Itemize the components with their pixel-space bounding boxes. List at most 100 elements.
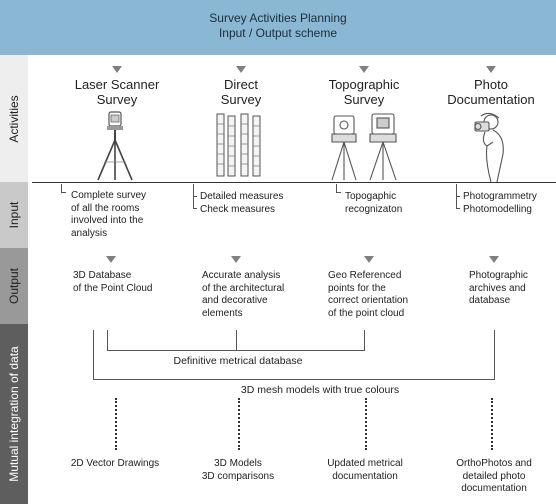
band-label-input: Input — [7, 201, 21, 229]
activities-divider — [32, 182, 556, 183]
mesh-bracket — [494, 330, 495, 379]
text-line: Photogrammetry — [463, 191, 537, 202]
output-text-direct: Accurate analysis of the architectural a… — [202, 270, 284, 320]
band-label-activities: Activities — [7, 94, 21, 143]
activity-title-topographic: Topographic Survey — [304, 77, 424, 107]
definitive-database-label: Definitive metrical database — [173, 355, 303, 367]
text-line: of all the rooms — [71, 202, 140, 214]
input-bracket — [456, 196, 460, 197]
arrow-down-icon — [231, 256, 241, 263]
text-line: archives and — [469, 282, 526, 294]
input-text-photo: Photogrammetry Photomodelling — [463, 191, 537, 216]
mesh-bracket — [93, 379, 495, 380]
title-line: Direct — [224, 77, 258, 92]
band-activities: Activities — [0, 55, 28, 182]
text-line: 3D Database — [73, 270, 132, 281]
input-bracket — [336, 192, 341, 193]
band-input: Input — [0, 182, 28, 248]
input-bracket — [336, 184, 337, 192]
database-bracket — [107, 350, 365, 351]
text-line: Updated metrical — [327, 458, 403, 469]
output-text-topographic: Geo Referenced points for the correct or… — [328, 270, 408, 320]
input-bracket — [193, 208, 197, 209]
text-line: Geo Referenced — [328, 270, 402, 281]
arrow-down-icon — [489, 256, 499, 263]
title-line: Documentation — [447, 92, 535, 107]
text-line: Detailed measures — [200, 191, 284, 202]
band-label-output: Output — [7, 267, 21, 305]
text-line: of the architectural — [202, 282, 285, 294]
text-line: involved into the — [71, 215, 144, 226]
input-bracket — [61, 192, 66, 193]
text-line: documentation — [332, 470, 398, 482]
final-output-photo: OrthoPhotos and detailed photo documenta… — [436, 458, 552, 496]
total-station-icon — [331, 113, 397, 181]
band-integration: Mutual integration of data — [0, 324, 28, 504]
text-line: Accurate analysis — [202, 270, 281, 281]
text-line: elements — [202, 307, 243, 319]
database-bracket — [236, 330, 237, 350]
input-bracket — [61, 184, 62, 192]
mesh-models-label: 3D mesh models with true colours — [240, 384, 400, 396]
text-line: Topogaphic — [345, 191, 397, 202]
input-text-laser: Complete survey of all the rooms involve… — [71, 190, 146, 240]
activity-title-photo: Photo Documentation — [431, 77, 551, 107]
text-line: Photographic — [469, 270, 528, 281]
text-line: 2D Vector Drawings — [70, 458, 160, 469]
mesh-bracket — [93, 330, 94, 379]
title-line: Topographic — [328, 77, 400, 92]
arrow-down-icon — [359, 66, 369, 73]
text-line: Check measures — [200, 203, 276, 215]
text-line: 3D comparisons — [201, 470, 275, 482]
input-bracket — [456, 208, 460, 209]
dotted-connector — [115, 398, 117, 450]
text-line: of the point cloud — [328, 307, 405, 319]
text-line: Photomodelling — [463, 203, 532, 215]
measuring-rods-icon — [216, 113, 261, 177]
header-title: Survey Activities Planning — [209, 11, 347, 25]
arrow-down-icon — [112, 66, 122, 73]
input-text-direct: Detailed measures Check measures — [200, 191, 283, 216]
arrow-down-icon — [106, 256, 116, 263]
final-output-topographic: Updated metrical documentation — [305, 458, 425, 483]
input-text-topographic: Topogaphic recognizaton — [345, 191, 402, 216]
activity-title-direct: Direct Survey — [181, 77, 301, 107]
photographer-icon — [474, 112, 504, 182]
text-line: of the Point Cloud — [73, 282, 153, 294]
band-output: Output — [0, 248, 28, 324]
text-line: documentation — [461, 483, 527, 494]
title-line: Survey — [343, 92, 385, 107]
band-label-integration: Mutual integration of data — [7, 346, 21, 482]
dotted-connector — [365, 398, 367, 450]
text-line: OrthoPhotos and — [456, 458, 532, 469]
output-text-photo: Photographic archives and database — [469, 270, 528, 308]
text-line: and decorative — [202, 295, 268, 306]
header-subtitle: Input / Output scheme — [218, 26, 338, 40]
arrow-down-icon — [364, 256, 374, 263]
arrow-down-icon — [236, 66, 246, 73]
title-line: Survey — [220, 92, 262, 107]
text-line: analysis — [71, 227, 108, 239]
database-bracket — [364, 330, 365, 350]
text-line: Complete survey — [71, 190, 147, 201]
dotted-connector — [491, 398, 493, 450]
text-line: correct orientation — [328, 295, 409, 306]
text-line: detailed photo — [462, 470, 526, 482]
diagram-header: Survey Activities Planning Input / Outpu… — [0, 0, 556, 55]
text-line: points for the — [328, 282, 386, 294]
arrow-down-icon — [486, 66, 496, 73]
output-text-laser: 3D Database of the Point Cloud — [73, 270, 153, 295]
text-line: recognizaton — [345, 203, 403, 215]
text-line: database — [469, 295, 511, 306]
dotted-connector — [238, 398, 240, 450]
final-output-direct: 3D Models 3D comparisons — [178, 458, 298, 483]
laser-scanner-tripod-icon — [97, 111, 133, 181]
title-line: Survey — [96, 92, 138, 107]
database-bracket — [107, 330, 108, 350]
title-line: Photo — [474, 77, 508, 92]
input-bracket — [193, 196, 197, 197]
title-line: Laser Scanner — [74, 77, 160, 92]
text-line: 3D Models — [214, 458, 262, 469]
activity-title-laser-scanner: Laser Scanner Survey — [57, 77, 177, 107]
final-output-laser: 2D Vector Drawings — [50, 458, 180, 471]
